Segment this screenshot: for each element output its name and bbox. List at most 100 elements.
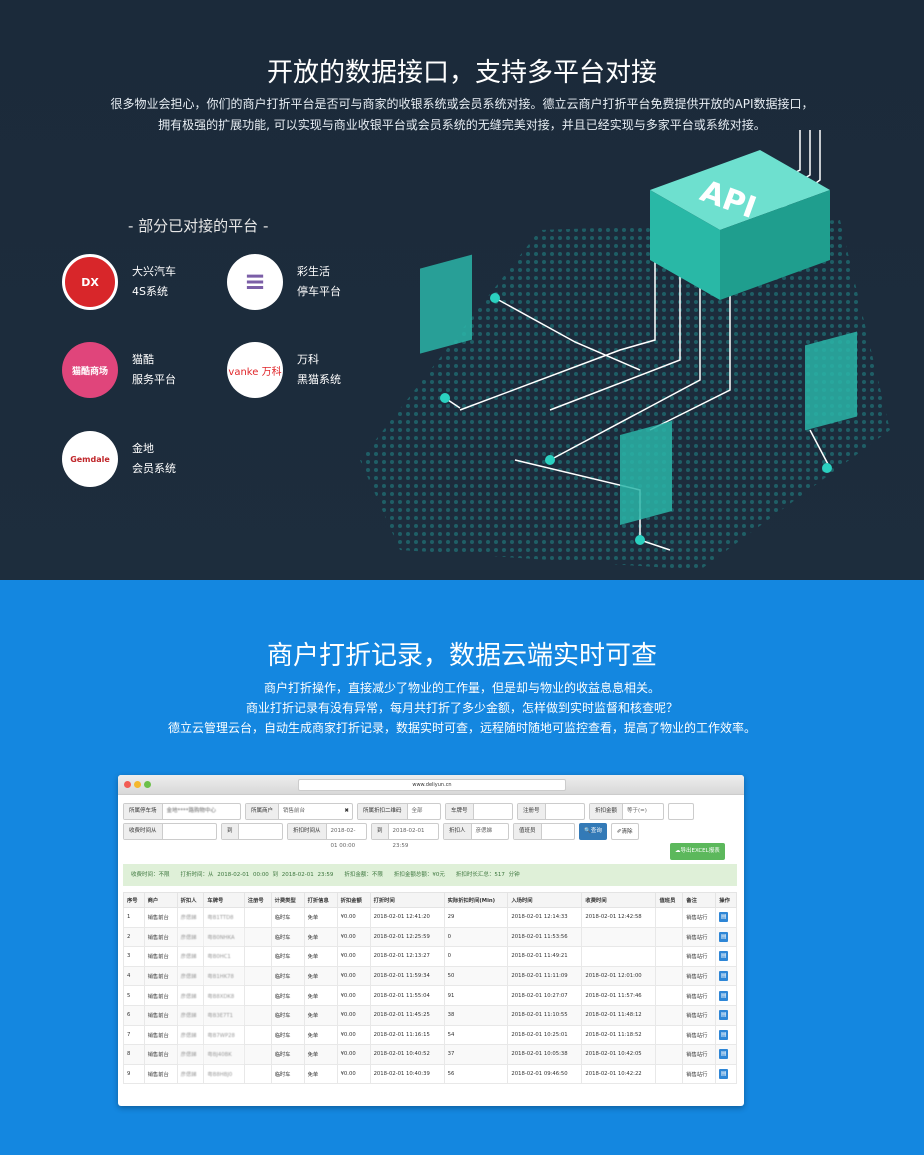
- table-cell: [243, 985, 272, 1006]
- table-cell: 销售前台: [143, 1044, 178, 1065]
- section-description: 很多物业会担心，你们的商户打折平台是否可与商家的收银系统或会员系统对接。德立云商…: [110, 97, 814, 132]
- table-cell: [655, 1044, 684, 1065]
- table-cell: 9: [123, 1063, 145, 1085]
- caishenghuo-logo: ≡: [227, 254, 283, 310]
- clear-x-icon[interactable]: ✖: [344, 808, 349, 814]
- table-cell: 免单: [303, 926, 338, 948]
- table-cell: [243, 1004, 272, 1026]
- table-cell: 2018-02-01 09:46:50: [507, 1063, 583, 1085]
- table-cell: 1: [123, 907, 145, 928]
- column-header: 序号: [123, 892, 145, 908]
- minimize-icon[interactable]: [134, 781, 141, 788]
- table-cell: 免单: [303, 1024, 338, 1046]
- table-cell: 彦偲娣: [176, 1063, 205, 1085]
- person-input[interactable]: 彦偲娣: [475, 828, 493, 834]
- table-cell: 销售站行: [682, 965, 717, 987]
- section-title: 商户打折记录，数据云端实时可查: [266, 641, 657, 671]
- detail-icon[interactable]: ▤: [719, 971, 729, 982]
- table-cell: [243, 946, 272, 967]
- address-bar[interactable]: www.deliyun.cn: [298, 779, 566, 791]
- table-cell: 销售站行: [682, 1024, 717, 1046]
- table-cell: [655, 926, 684, 948]
- duty-input[interactable]: [542, 824, 574, 839]
- table-cell: 粤B1HK78: [203, 965, 245, 987]
- amount-input[interactable]: [668, 803, 694, 820]
- table-cell: 销售前台: [143, 965, 178, 987]
- table-cell: 临时车: [270, 1024, 305, 1046]
- table-cell: 临时车: [270, 946, 305, 967]
- table-cell: [243, 1063, 272, 1085]
- table-cell: 2018-02-01 10:25:01: [507, 1024, 583, 1046]
- detail-icon[interactable]: ▤: [719, 1049, 729, 1060]
- table-cell: 销售前台: [143, 926, 178, 948]
- table-cell: 2018-02-01 11:49:21: [507, 946, 583, 967]
- table-cell: 免单: [303, 1063, 338, 1085]
- summary-bar: 收费时间：不限 打折时间：从 2018-02-01 00:00 到 2018-0…: [123, 864, 737, 886]
- table-cell: 粤B0HC1: [203, 946, 245, 967]
- platforms-title: - 部分已对接的平台 -: [128, 217, 269, 235]
- table-cell: 彦偲娣: [176, 965, 205, 987]
- records-table: 序号商户折扣人车牌号注册号计费类型打折信息折扣金额打折时间实际折扣时间(Min)…: [123, 892, 737, 1085]
- detail-icon[interactable]: ▤: [719, 1029, 729, 1040]
- detail-icon[interactable]: ▤: [719, 951, 729, 962]
- merchant-select[interactable]: 销售前台: [283, 808, 306, 814]
- gemdale-logo: Gemdale: [62, 431, 118, 487]
- table-cell: 销售前台: [143, 946, 178, 967]
- clear-button[interactable]: ✐清除: [610, 823, 639, 840]
- daxing-logo: DX: [62, 254, 118, 310]
- column-header: 操作: [715, 892, 737, 908]
- table-cell: 56: [443, 1063, 509, 1085]
- column-header: 备注: [682, 892, 717, 908]
- column-header: 收费时间: [581, 892, 657, 908]
- table-cell: 销售站行: [682, 985, 717, 1006]
- export-excel-button[interactable]: ☁导出EXCEL报表: [670, 843, 725, 860]
- table-cell: [581, 946, 657, 967]
- table-cell: 彦偲娣: [176, 946, 205, 967]
- table-cell: 销售站行: [682, 926, 717, 948]
- disc-to-input[interactable]: 2018-02-01 23:59: [392, 828, 425, 849]
- table-cell: [655, 1024, 684, 1046]
- column-header: 商户: [143, 892, 178, 908]
- table-cell: 2018-02-01 11:10:55: [507, 1004, 583, 1026]
- plate-input[interactable]: [474, 804, 512, 819]
- table-cell: 2018-02-01 10:40:52: [369, 1044, 445, 1065]
- search-button[interactable]: 🔍查询: [579, 823, 607, 840]
- table-cell: 免单: [303, 907, 338, 928]
- table-cell: 销售站行: [682, 907, 717, 928]
- charge-to-input[interactable]: [239, 824, 282, 839]
- detail-icon[interactable]: ▤: [719, 912, 729, 923]
- table-cell: 粤B8XDK8: [203, 985, 245, 1006]
- disc-from-input[interactable]: 2018-02-01 00:00: [330, 828, 356, 849]
- parking-select[interactable]: 金地****路购物中心: [166, 808, 217, 814]
- column-header: 折扣人: [176, 892, 205, 908]
- table-cell: 销售前台: [143, 1004, 178, 1026]
- table-cell: 2018-02-01 11:48:12: [581, 1004, 657, 1026]
- maximize-icon[interactable]: [144, 781, 151, 788]
- filter-row-1: 所属停车场金地****路购物中心 所属商户销售前台✖ 所属折扣二维码全部 车牌号…: [123, 803, 694, 820]
- table-cell: [243, 1044, 272, 1065]
- table-cell: 7: [123, 1024, 145, 1046]
- detail-icon[interactable]: ▤: [719, 1069, 729, 1080]
- close-icon[interactable]: [124, 781, 131, 788]
- amount-op-select[interactable]: 等于(=): [627, 808, 647, 814]
- column-header: 实际折扣时间(Min): [443, 892, 509, 908]
- table-cell: 50: [443, 965, 509, 987]
- table-cell: 免单: [303, 946, 338, 967]
- table-cell: 粤B0NHKA: [203, 926, 245, 948]
- charge-from-input[interactable]: [163, 824, 216, 839]
- reg-input[interactable]: [546, 804, 584, 819]
- detail-icon[interactable]: ▤: [719, 931, 729, 942]
- platform-vanke: vanke 万科 万科黑猫系统: [227, 342, 341, 398]
- qr-select[interactable]: 全部: [411, 808, 423, 814]
- detail-icon[interactable]: ▤: [719, 1010, 729, 1021]
- api-section: 开放的数据接口，支持多平台对接 很多物业会担心，你们的商户打折平台是否可与商家的…: [0, 0, 924, 580]
- detail-icon[interactable]: ▤: [719, 990, 729, 1001]
- table-cell: 粤B7WP28: [203, 1024, 245, 1046]
